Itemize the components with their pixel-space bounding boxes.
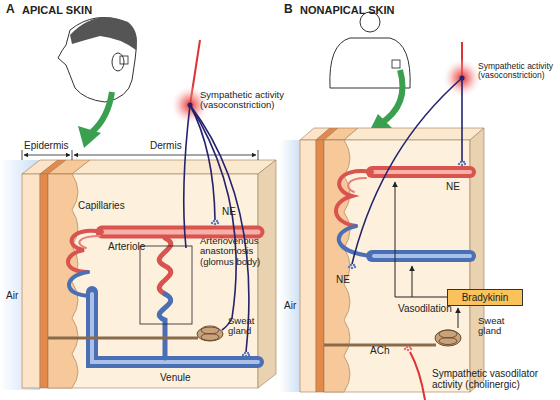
panel-title: NONAPICAL SKIN <box>300 4 395 16</box>
vasodilation-arrows <box>395 182 458 328</box>
sympathetic-nerves <box>170 40 250 357</box>
air-region <box>0 160 40 390</box>
dimension-lines <box>22 150 258 160</box>
nerve-label: Sympathetic activity (vasoconstriction) <box>478 62 560 81</box>
nerve-label: Sympathetic activity (vasoconstriction) <box>200 90 300 111</box>
mediator-box: Bradykinin <box>447 289 523 306</box>
transmitter-label: NE <box>222 206 236 217</box>
sympathetic-nerves <box>348 42 482 400</box>
sweat-gland <box>48 326 223 341</box>
pointer-arrow <box>78 92 112 148</box>
pointer-arrow <box>368 70 403 134</box>
region-label: Air <box>6 290 18 301</box>
skin-block <box>300 128 484 392</box>
panel-letter: B <box>284 3 293 16</box>
structure-label: Arteriovenous anastomosis (glomus body) <box>200 236 276 267</box>
transmitter-label: ACh <box>370 345 389 356</box>
transmitter-label: NE <box>446 181 460 192</box>
node-text: Bradykinin <box>462 292 509 303</box>
layer-label: Dermis <box>150 140 182 151</box>
structure-label: Sweat gland <box>478 316 523 337</box>
panel-a <box>0 17 276 390</box>
vessel-label: Arteriole <box>108 241 145 252</box>
nerve-label: Sympathetic vasodilator activity (cholin… <box>432 368 557 390</box>
layer-label: Epidermis <box>24 140 68 151</box>
head-figure <box>58 17 137 102</box>
region-label: Air <box>284 300 296 311</box>
vessel-label: Capillaries <box>78 200 125 211</box>
torso-figure <box>330 12 410 88</box>
skin-block <box>22 160 276 388</box>
effect-label: Vasodilation <box>398 303 452 314</box>
sweat-gland <box>324 330 461 346</box>
structure-label: Sweat gland <box>228 316 273 337</box>
transmitter-label: NE <box>336 274 350 285</box>
panel-letter: A <box>6 3 15 16</box>
panel-b <box>280 12 484 400</box>
blood-vessels <box>336 171 470 256</box>
vessel-label: Venule <box>160 372 191 383</box>
panel-title: APICAL SKIN <box>22 4 92 16</box>
air-region <box>280 140 302 392</box>
